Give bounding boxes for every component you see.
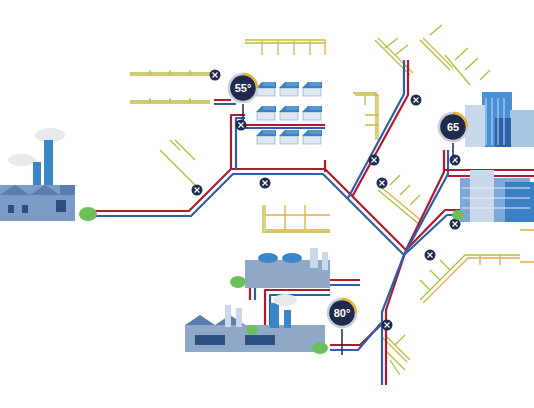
office-buildings bbox=[452, 92, 534, 222]
main-pipes bbox=[95, 60, 534, 385]
temperature-badge: 80° bbox=[326, 297, 358, 329]
branch-lines bbox=[130, 25, 534, 375]
heat-plant bbox=[0, 128, 97, 221]
industrial-plants bbox=[185, 248, 330, 354]
temperature-value: 55° bbox=[235, 82, 252, 94]
valve-symbols bbox=[192, 70, 461, 331]
temperature-value: 80° bbox=[334, 307, 351, 319]
temperature-badge: 65 bbox=[437, 111, 469, 143]
temperature-badge: 55° bbox=[227, 72, 259, 104]
badge-pins bbox=[243, 104, 453, 355]
temperature-value: 65 bbox=[447, 121, 459, 133]
houses bbox=[256, 82, 322, 144]
